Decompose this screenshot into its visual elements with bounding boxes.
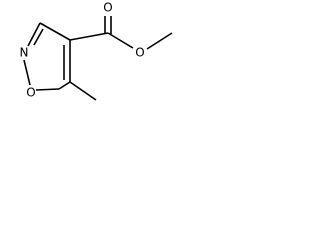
bond-c3-n2-inner [33,28,44,46]
chemical-structure-diagram: N O O O [20,1,173,101]
bond-n2-o1 [23,59,31,86]
bond-c5-c5ring [58,81,71,90]
carbonyl-oxygen-label: O [103,1,112,15]
ring-nitrogen-label: N [20,46,29,60]
bond-c4-carbonyl-carbon [69,32,109,41]
bond-o1-c5 [35,88,60,91]
ring-oxygen-label: O [26,86,35,100]
bond-c5-methyl [69,81,97,101]
bond-c3-c4 [39,22,71,41]
bond-carbonyl-ester-oxygen [107,32,134,49]
bond-ester-oxygen-methyl [146,32,173,50]
bond-c3-n2-outer [27,22,41,47]
ester-oxygen-label: O [135,46,144,60]
